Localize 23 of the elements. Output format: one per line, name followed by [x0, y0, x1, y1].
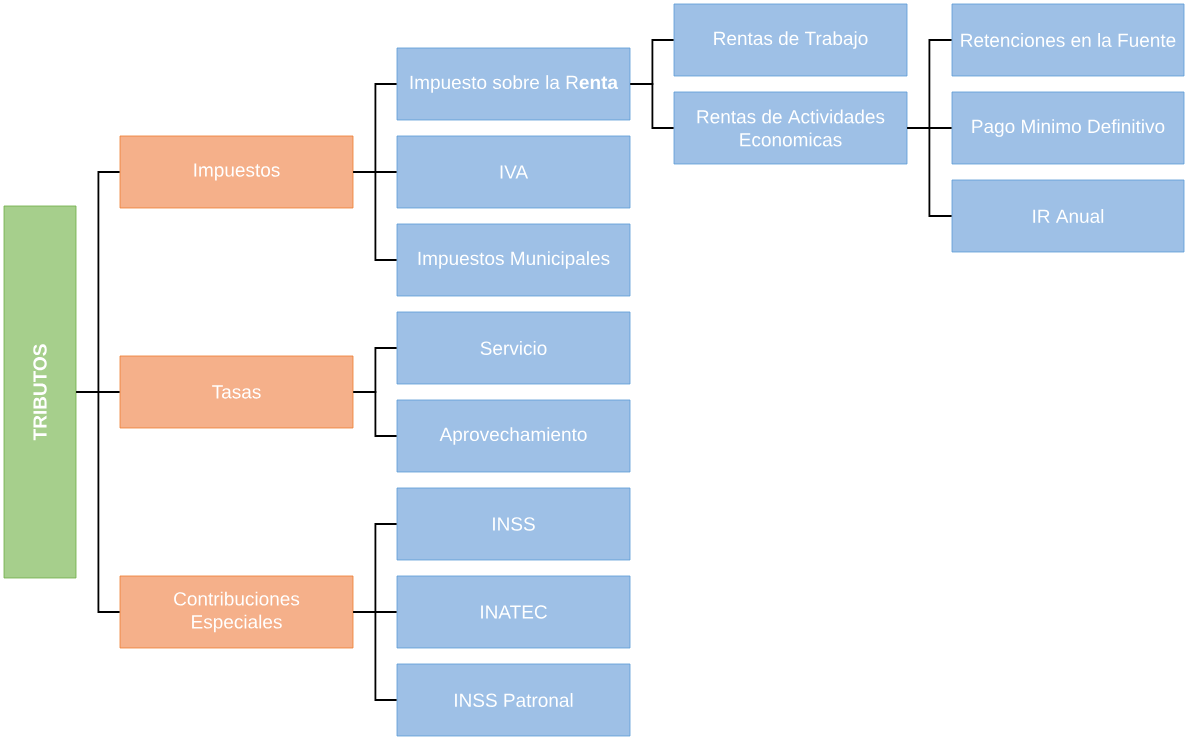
item-box: IVA	[396, 135, 631, 209]
item-box: INATEC	[396, 575, 631, 649]
category-bar: TRIBUTOS	[3, 205, 77, 579]
item-box: Rentas de Trabajo	[673, 3, 908, 77]
connector	[352, 611, 398, 701]
item-box: Aprovechamiento	[396, 399, 631, 473]
category-box: Contribuciones Especiales	[119, 575, 354, 649]
item-box: Retenciones en la Fuente	[951, 3, 1185, 77]
item-box: INSS	[396, 487, 631, 561]
connector	[352, 171, 398, 261]
item-box: Pago Minimo Definitivo	[951, 91, 1185, 165]
connector	[352, 391, 398, 437]
category-box: Tasas	[119, 355, 354, 429]
item-box: Impuestos Municipales	[396, 223, 631, 297]
category-box: Impuestos	[119, 135, 354, 209]
item-box: Servicio	[396, 311, 631, 385]
item-box: INSS Patronal	[396, 663, 631, 737]
connector	[629, 83, 675, 129]
item-box: Rentas de Actividades Economicas	[673, 91, 908, 165]
connector	[906, 127, 953, 217]
connector	[75, 391, 121, 613]
item-box: Impuesto sobre la Renta	[396, 47, 631, 121]
item-box: IR Anual	[951, 179, 1185, 253]
